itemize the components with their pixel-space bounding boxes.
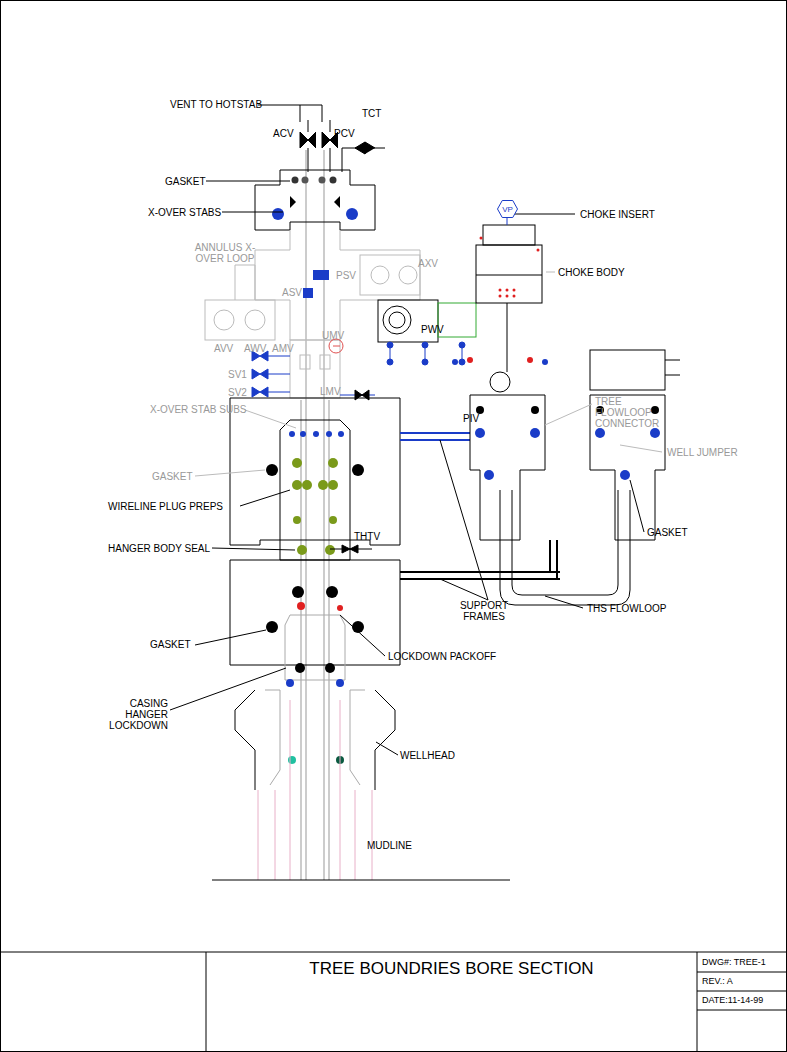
drawing-title: TREE BOUNDRIES BORE SECTION [206, 958, 697, 979]
part-label: GASKET [647, 527, 688, 538]
part-label: ANNULUS X-OVER LOOP [185, 242, 265, 264]
part-label: AXV [418, 258, 438, 269]
part-label: AWV [244, 343, 266, 354]
part-label: CHOKE INSERT [580, 209, 655, 220]
part-label: WIRELINE PLUG PREPS [108, 501, 223, 512]
part-label: PWV [421, 324, 444, 335]
title-block-cell: DATE:11-14-99 [702, 995, 763, 1006]
part-label: TCT [362, 108, 381, 119]
part-label: X-OVER STABS [148, 207, 221, 218]
part-label: CHOKE BODY [558, 267, 625, 278]
title-block-cell: DWG#: TREE-1 [702, 957, 766, 968]
part-label: LMV [320, 386, 341, 397]
part-label: X-OVER STAB SUBS [150, 404, 247, 415]
part-label: ASV [282, 287, 302, 298]
part-label: WELL JUMPER [667, 447, 738, 458]
part-label: UMV [322, 330, 344, 341]
part-label: VENT TO HOTSTAB [170, 99, 262, 110]
part-label: GASKET [152, 471, 193, 482]
part-label: THTV [354, 531, 380, 542]
vp-hexagon: VP [497, 200, 518, 218]
part-label: CASING HANGER LOCKDOWN [88, 698, 168, 731]
node-text: VP [497, 205, 518, 214]
part-label: GASKET [165, 176, 206, 187]
part-label: PIV [463, 413, 479, 424]
part-label: PCV [334, 128, 355, 139]
part-label: WELLHEAD [400, 750, 455, 761]
part-label: PSV [336, 270, 356, 281]
part-label: THS FLOWLOOP [587, 603, 666, 614]
part-label: MUDLINE [367, 840, 412, 851]
part-label: AVV [214, 343, 233, 354]
part-label: GASKET [150, 639, 191, 650]
part-label: SV1 [228, 369, 247, 380]
part-label: LOCKDOWN PACKOFF [388, 651, 496, 662]
part-label: TREE FLOWLOOP CONNECTOR [595, 396, 675, 429]
part-label: ACV [273, 128, 294, 139]
part-label: SUPPORT FRAMES [454, 600, 514, 622]
title-block-cell: REV.: A [702, 976, 733, 987]
part-label: SV2 [228, 387, 247, 398]
part-label: AMV [272, 343, 294, 354]
part-label: HANGER BODY SEAL [108, 543, 210, 554]
